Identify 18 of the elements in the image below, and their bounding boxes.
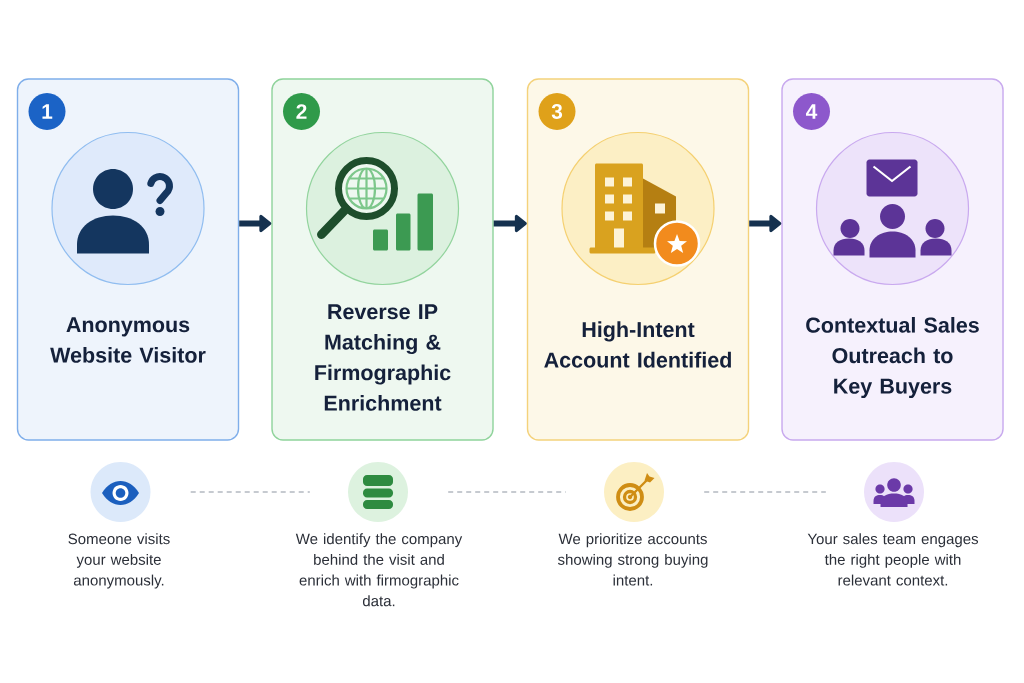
number-badge: 3	[538, 93, 576, 130]
number-badge: 2	[283, 93, 320, 130]
people-icon	[864, 462, 924, 522]
dashed-line	[703, 491, 827, 493]
arrow	[493, 214, 527, 233]
database-icon	[348, 462, 408, 522]
arrow	[749, 214, 782, 233]
number-badge: 4	[793, 93, 830, 130]
dashed-line	[189, 491, 311, 493]
eye-icon	[90, 462, 151, 522]
dashed-line	[447, 491, 567, 493]
step-description: Someone visits your website anonymously.	[68, 533, 170, 589]
step-description: We identify the company behind the visit and enrich with firmographic data.	[295, 533, 463, 607]
target-icon	[604, 462, 664, 522]
step-description: Your sales team engages the right people with relevant context.	[807, 533, 979, 586]
arrow	[239, 214, 272, 233]
number-badge: 1	[28, 93, 66, 130]
step-description: We prioritize accounts showing strong buying intent.	[557, 533, 708, 586]
